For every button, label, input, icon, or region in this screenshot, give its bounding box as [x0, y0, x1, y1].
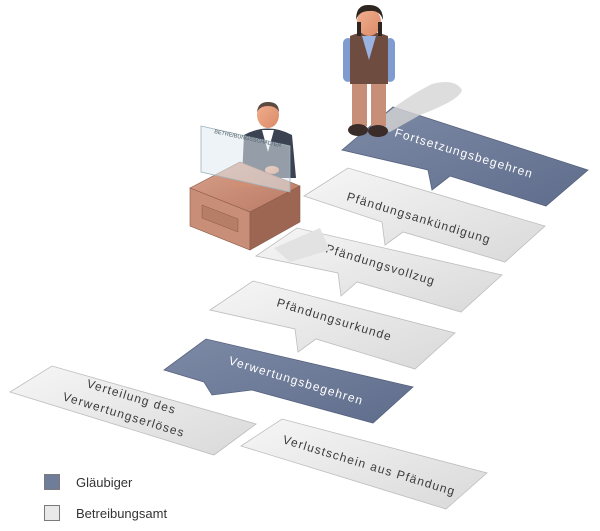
legend-swatch-betreibungsamt	[44, 505, 60, 521]
legend-swatch-glaeubiger	[44, 474, 60, 490]
official-at-desk-icon: BETREIBUNGSSCHALTER	[189, 102, 330, 262]
step-shape	[209, 280, 456, 370]
step-verlustschein: Verlustschein aus Pfändung	[240, 418, 488, 510]
step-shape	[240, 418, 488, 510]
person-standing-icon	[343, 4, 462, 137]
legend-item-betreibungsamt: Betreibungsamt	[44, 505, 167, 521]
legend-label-glaeubiger: Gläubiger	[76, 474, 133, 490]
step-shape	[303, 167, 546, 263]
step-shape	[163, 338, 414, 424]
step-shape	[341, 106, 589, 207]
legend-item-glaeubiger: Gläubiger	[44, 474, 132, 490]
legend-label-betreibungsamt: Betreibungsamt	[76, 505, 168, 521]
step-shape	[9, 365, 257, 456]
